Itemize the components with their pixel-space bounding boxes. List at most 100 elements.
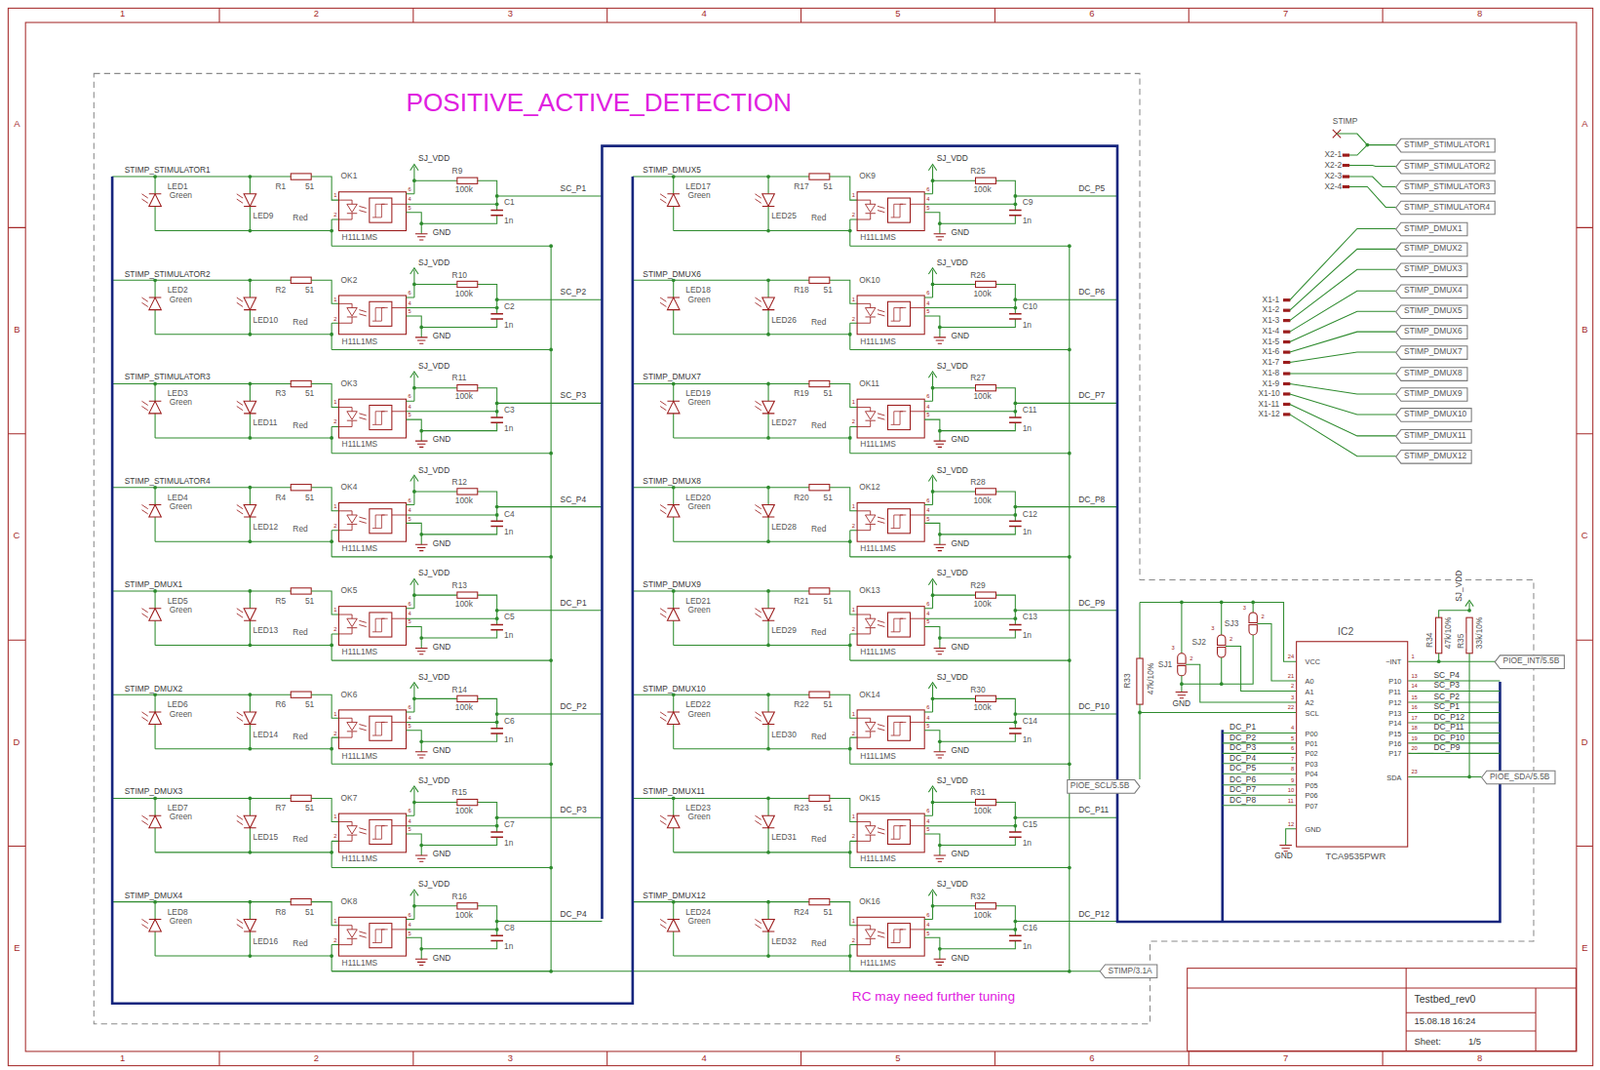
- part-name: X1-6: [1262, 348, 1281, 356]
- led-symbol: [762, 297, 776, 311]
- wire: [672, 279, 674, 334]
- light-arrows: [141, 918, 148, 928]
- pin-number: 6: [408, 393, 412, 400]
- ground-symbol: [934, 544, 947, 550]
- net-label: STIMP_STIMULATOR3: [124, 373, 211, 382]
- led-symbol: [762, 400, 776, 414]
- optocoupler-body: [338, 192, 406, 232]
- net-label: SJ_VDD: [936, 466, 969, 474]
- part-name: LED21: [685, 596, 711, 605]
- flag-outline: [1396, 407, 1472, 422]
- pin-number: 2: [333, 419, 337, 426]
- part-value: Green: [687, 295, 710, 304]
- capacitor-symbol: [1009, 935, 1022, 940]
- schmitt-trigger: [369, 819, 392, 844]
- net-label: GND: [432, 850, 452, 859]
- wire: [672, 384, 674, 438]
- net-label: GND: [432, 435, 452, 444]
- pin-number: 9: [1290, 777, 1294, 783]
- part-value: Red: [811, 524, 826, 533]
- wire: [1014, 506, 1118, 508]
- hysteresis-glyph: [891, 618, 907, 632]
- flag-outline: [1482, 770, 1556, 784]
- part-name: LED8: [167, 907, 189, 916]
- supply-arrow: [928, 889, 937, 896]
- grid-index: 1: [119, 8, 125, 18]
- part-value: 51: [823, 804, 833, 813]
- part-name: OK10: [858, 275, 880, 284]
- wire: [414, 388, 498, 431]
- part-value: 51: [823, 286, 833, 295]
- capacitor-symbol: [490, 210, 504, 216]
- wire: [1185, 623, 1296, 703]
- pin-number: 2: [333, 833, 337, 840]
- part-value: 1n: [1022, 838, 1032, 847]
- pin-number: 10: [1287, 787, 1294, 794]
- wire: [497, 817, 603, 819]
- wire: [1289, 351, 1397, 362]
- light-arrows: [236, 608, 243, 618]
- part-value: H11L1MS: [859, 751, 897, 760]
- connector-pin: [1284, 309, 1290, 312]
- wire: [155, 955, 332, 957]
- junction-dot: [419, 325, 424, 330]
- resistor-symbol: [290, 897, 312, 904]
- part-value: 100k: [455, 496, 473, 505]
- wire: [497, 506, 603, 508]
- net-label: SJ_VDD: [418, 155, 450, 163]
- net-label: SJ_VDD: [936, 672, 969, 681]
- pin-number: 2: [333, 522, 337, 529]
- pin-number: 2: [852, 833, 856, 840]
- wire: [632, 694, 810, 696]
- optocoupler-wiring: [391, 513, 407, 515]
- part-value: 51: [823, 907, 833, 916]
- wire: [632, 383, 810, 385]
- part-name: C6: [504, 716, 515, 725]
- flag-outline: [1396, 222, 1468, 236]
- wire: [1407, 690, 1500, 692]
- part-value: 1n: [504, 424, 513, 432]
- part-value: Green: [687, 606, 710, 615]
- part-value: 100k: [973, 392, 991, 401]
- supply-arrow: [928, 268, 937, 274]
- frame-tick: [1188, 7, 1190, 1065]
- part-value: 100k: [973, 496, 991, 505]
- wire: [1336, 133, 1397, 146]
- part-value: Red: [292, 421, 308, 430]
- part-name: X1-2: [1262, 306, 1281, 314]
- junction-dot: [937, 635, 942, 640]
- wire: [331, 840, 339, 867]
- pin-number: 6: [408, 290, 412, 297]
- pin-number: 6: [408, 600, 412, 607]
- bus-line: [1220, 729, 1224, 922]
- net-label: DC_P9: [1433, 743, 1460, 752]
- title-text: 1/5: [1468, 1036, 1482, 1046]
- part-name: X2-3: [1324, 172, 1342, 181]
- pin-number: 6: [1290, 745, 1294, 752]
- net-label: DC_P7: [1229, 785, 1256, 794]
- part-name: LED32: [771, 936, 797, 945]
- flag-text: STIMP_DMUX2: [1404, 244, 1463, 253]
- pin-name: SCL: [1305, 708, 1320, 716]
- flag-text: STIMP_DMUX6: [1404, 327, 1463, 336]
- optocoupler-body: [857, 502, 925, 542]
- wire: [1289, 331, 1397, 352]
- pin-number: 4: [926, 922, 930, 929]
- capacitor-symbol: [490, 624, 504, 629]
- optocoupler-body: [338, 916, 406, 956]
- wire: [1222, 804, 1296, 806]
- part-value: Green: [687, 813, 710, 821]
- net-label: SC_P2: [560, 288, 587, 297]
- part-value: Red: [811, 421, 826, 430]
- pin-number: 2: [852, 315, 856, 322]
- net-label: STIMP_DMUX10: [642, 684, 705, 693]
- part-name: LED7: [167, 804, 189, 813]
- wire: [829, 279, 858, 304]
- wire: [155, 541, 332, 543]
- resistor-symbol: [1466, 617, 1473, 654]
- wire: [331, 349, 551, 351]
- led-symbol: [243, 505, 257, 518]
- part-name: R2: [275, 286, 287, 295]
- flag-text: STIMP_STIMULATOR1: [1404, 140, 1490, 149]
- wire: [311, 176, 339, 200]
